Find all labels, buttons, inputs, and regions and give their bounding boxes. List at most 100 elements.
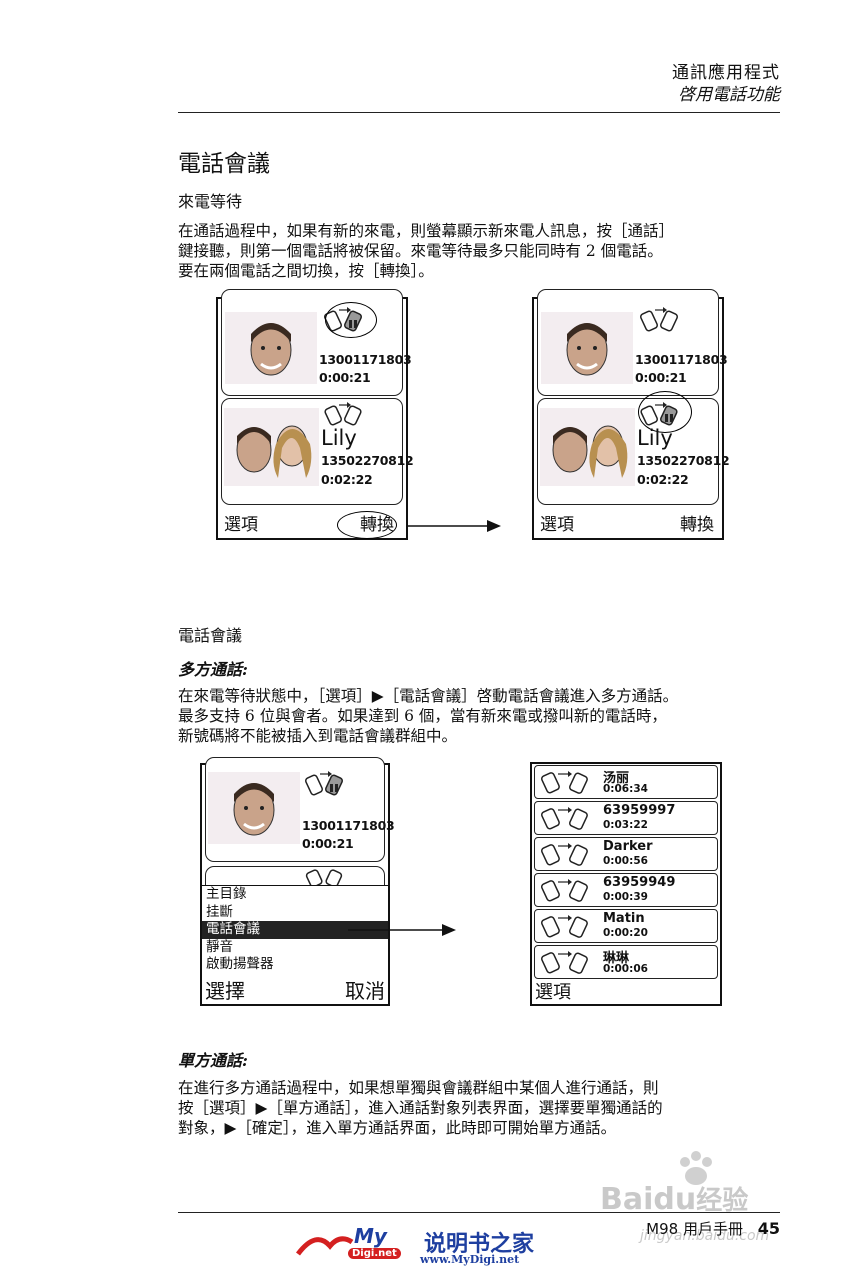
call-card-held: 13001171803 0:00:21 — [221, 289, 412, 396]
paragraph-line: 新號碼將不能被插入到電話會議群組中。 — [178, 727, 458, 745]
couple-photo-icon — [236, 425, 312, 478]
participant-name: 汤丽 — [603, 771, 630, 786]
menu-item-hangup[interactable]: 挂斷 — [206, 903, 233, 920]
held-call-icon — [304, 771, 344, 796]
footer-rule — [178, 1212, 780, 1213]
logo-chinese: 说明书之家 — [424, 1231, 535, 1257]
conference-heading: 電話會議 — [178, 626, 243, 645]
participant-name: Matin — [603, 911, 645, 926]
couple-photo-icon — [552, 425, 628, 478]
call-card-active: Lily 13502270812 0:02:22 — [221, 398, 414, 505]
conference-participant-row[interactable]: 63959997 0:03:22 — [534, 801, 718, 835]
menu-item-speaker[interactable]: 啟動揚聲器 — [206, 956, 274, 972]
paragraph-line: 對象，▶［確定］，進入單方通話界面，此時即可開始單方通話。 — [178, 1119, 617, 1137]
call-card-held: 13001171803 0:00:21 — [205, 757, 395, 862]
watermark-brand-text: Baidu — [600, 1182, 697, 1217]
highlight-circle — [337, 511, 397, 539]
call-card-active: 13001171803 0:00:21 — [537, 289, 728, 396]
participant-name: 琳琳 — [603, 951, 630, 966]
call-icon — [540, 915, 588, 938]
call-icon — [540, 951, 588, 974]
participant-duration: 0:00:06 — [603, 963, 648, 975]
mydigi-logo: My Digi.net 说明书之家 www.MyDigi.net — [296, 1224, 556, 1272]
contact-photo — [541, 312, 633, 384]
single-call-text: 在進行多方通話過程中，如果想單獨與會議群組中某個人進行通話，則 按［選項］▶［單… — [178, 1078, 788, 1138]
contact-photo — [224, 408, 319, 486]
menu-item-main[interactable]: 主目錄 — [206, 886, 247, 902]
participant-duration: 0:00:56 — [603, 855, 648, 867]
call-icon — [540, 771, 588, 794]
page-header: 通訊應用程式 啓用電話功能 — [672, 62, 780, 106]
contact-photo — [540, 408, 635, 486]
manual-name: M98 用戶手冊 — [646, 1220, 743, 1238]
softkey-swap[interactable]: 轉換 — [680, 515, 714, 535]
conference-participant-row[interactable]: Darker 0:00:56 — [534, 837, 718, 871]
softkey-select[interactable]: 選擇 — [205, 979, 245, 1003]
highlight-circle — [638, 391, 692, 433]
phone-screen-call-waiting: 13001171803 0:00:21 Lily 13502270812 0:0… — [216, 289, 414, 540]
conference-participant-row[interactable]: 琳琳 0:00:06 — [534, 945, 718, 979]
call-icon — [540, 843, 588, 866]
call-card-held: Lily 13502270812 0:02:22 — [537, 391, 730, 505]
phone-screen-swapped: 13001171803 0:00:21 Lily 13502270812 0:0… — [532, 289, 730, 540]
participant-name: Darker — [603, 839, 653, 854]
page-number: 45 — [757, 1219, 780, 1238]
active-call-icon — [324, 402, 362, 426]
contact-photo — [208, 772, 300, 844]
call-duration: 0:02:22 — [637, 472, 689, 487]
participant-name: 63959949 — [603, 875, 676, 890]
arrow-right-icon — [407, 520, 501, 532]
watermark-url: jingyan.baidu.com — [640, 1228, 770, 1244]
call-icon — [540, 807, 588, 830]
watermark-brand-cn: 经验 — [696, 1186, 749, 1216]
participant-duration: 0:06:34 — [603, 783, 648, 795]
paragraph-line: 鍵接聽，則第一個電話將被保留。來電等待最多只能同時有 2 個電話。 — [178, 242, 663, 260]
watermark-brand: Baidu经验 — [600, 1180, 748, 1217]
multi-party-subheading: 多方通話: — [178, 660, 248, 679]
call-number: 13001171803 — [319, 352, 412, 367]
arrow-right-icon — [348, 924, 456, 936]
conference-participant-row[interactable]: 63959949 0:00:39 — [534, 873, 718, 907]
logo-url: www.MyDigi.net — [420, 1253, 520, 1266]
header-rule — [178, 112, 780, 113]
logo-swoosh-icon — [296, 1236, 354, 1256]
participant-duration: 0:00:20 — [603, 927, 648, 939]
phone-screen-conference-list: 汤丽 0:06:34 63959997 0:03:22 Darker 0:00:… — [530, 762, 722, 1006]
softkey-options[interactable]: 選項 — [535, 982, 571, 1003]
call-duration: 0:02:22 — [321, 472, 373, 487]
paragraph-line: 按［選項］▶［單方通話］，進入通話對象列表界面，選擇要單獨通話的 — [178, 1099, 663, 1117]
call-waiting-heading: 來電等待 — [178, 192, 243, 211]
highlight-circle — [325, 302, 377, 338]
contact-photo — [225, 312, 317, 384]
conference-participant-row[interactable]: 汤丽 0:06:34 — [534, 765, 718, 799]
call-waiting-text: 在通話過程中，如果有新的來電，則螢幕顯示新來電人訊息，按［通話］ 鍵接聽，則第一… — [178, 221, 788, 281]
chapter-title: 通訊應用程式 — [672, 63, 780, 83]
call-number: 13001171803 — [302, 818, 395, 833]
footer-manual: M98 用戶手冊 45 — [646, 1218, 780, 1239]
paragraph-line: 在來電等待狀態中，［選項］▶［電話會議］啓動電話會議進入多方通話。 — [178, 687, 679, 705]
paragraph-line: 要在兩個電話之間切換，按［轉換］。 — [178, 262, 434, 280]
active-call-icon — [639, 307, 679, 332]
face-icon — [233, 783, 275, 836]
conference-participant-row[interactable]: Matin 0:00:20 — [534, 909, 718, 943]
softkey-cancel[interactable]: 取消 — [345, 979, 385, 1003]
menu-item-conference[interactable]: 電話會議 — [202, 921, 388, 939]
softkey-options[interactable]: 選項 — [540, 515, 574, 535]
phone-screen-menu: 13001171803 0:00:21 主目錄 挂斷 電話會議 靜音 啟動揚聲器… — [200, 757, 395, 1006]
active-call-icon — [305, 869, 343, 888]
single-call-subheading: 單方通話: — [178, 1051, 248, 1070]
call-number: 13502270812 — [321, 453, 414, 468]
participant-duration: 0:00:39 — [603, 891, 648, 903]
face-icon — [566, 323, 608, 376]
call-number: 13502270812 — [637, 453, 730, 468]
call-number: 13001171803 — [635, 352, 728, 367]
call-duration: 0:00:21 — [635, 370, 687, 385]
menu-item-mute[interactable]: 靜音 — [206, 938, 233, 955]
paragraph-line: 最多支持 6 位與會者。如果達到 6 個，當有新來電或撥叫新的電話時， — [178, 707, 667, 725]
softkey-options[interactable]: 選項 — [224, 515, 258, 535]
page-title: 電話會議 — [178, 151, 270, 177]
paw-icon — [680, 1151, 712, 1185]
call-duration: 0:00:21 — [302, 836, 354, 851]
face-icon — [250, 323, 292, 376]
paragraph-line: 在進行多方通話過程中，如果想單獨與會議群組中某個人進行通話，則 — [178, 1079, 659, 1097]
